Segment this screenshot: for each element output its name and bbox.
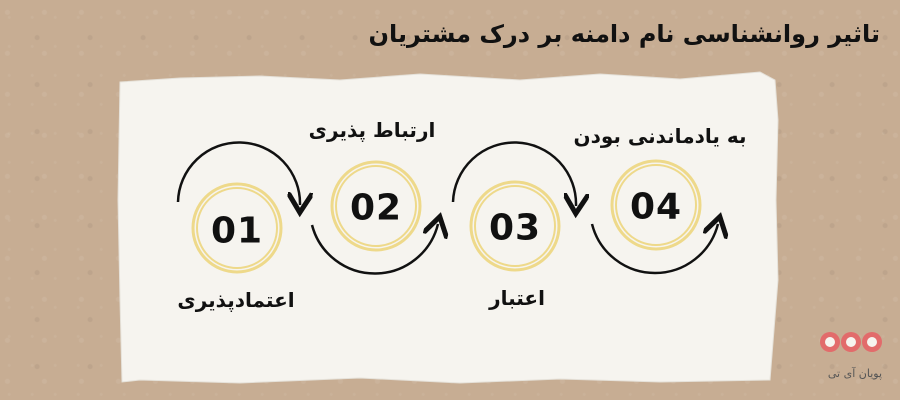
step-2-label: ارتباط پذیری <box>308 118 436 142</box>
step-2-number: 02 <box>349 187 403 229</box>
step-1-label: اعتمادپذیری <box>177 288 295 312</box>
step-4-number: 04 <box>629 186 683 228</box>
page-title: تاثیر روانشناسی نام دامنه بر درک مشتریان <box>368 20 880 48</box>
brand-name: پویان آی تی <box>827 367 882 380</box>
step-4 <box>590 159 718 275</box>
brand-logo <box>820 332 882 352</box>
step-2 <box>310 160 438 275</box>
step-4-label: به یادماندنی بودن <box>573 124 747 148</box>
arrow-3 <box>451 141 576 206</box>
step-1 <box>176 141 300 274</box>
step-3-label: اعتبار <box>489 286 545 310</box>
arrow-4 <box>590 224 718 275</box>
arrow-2 <box>310 224 438 275</box>
arrow-1 <box>176 141 300 205</box>
step-3 <box>451 141 576 272</box>
step-1-number: 01 <box>210 210 264 252</box>
step-3-number: 03 <box>488 207 542 249</box>
